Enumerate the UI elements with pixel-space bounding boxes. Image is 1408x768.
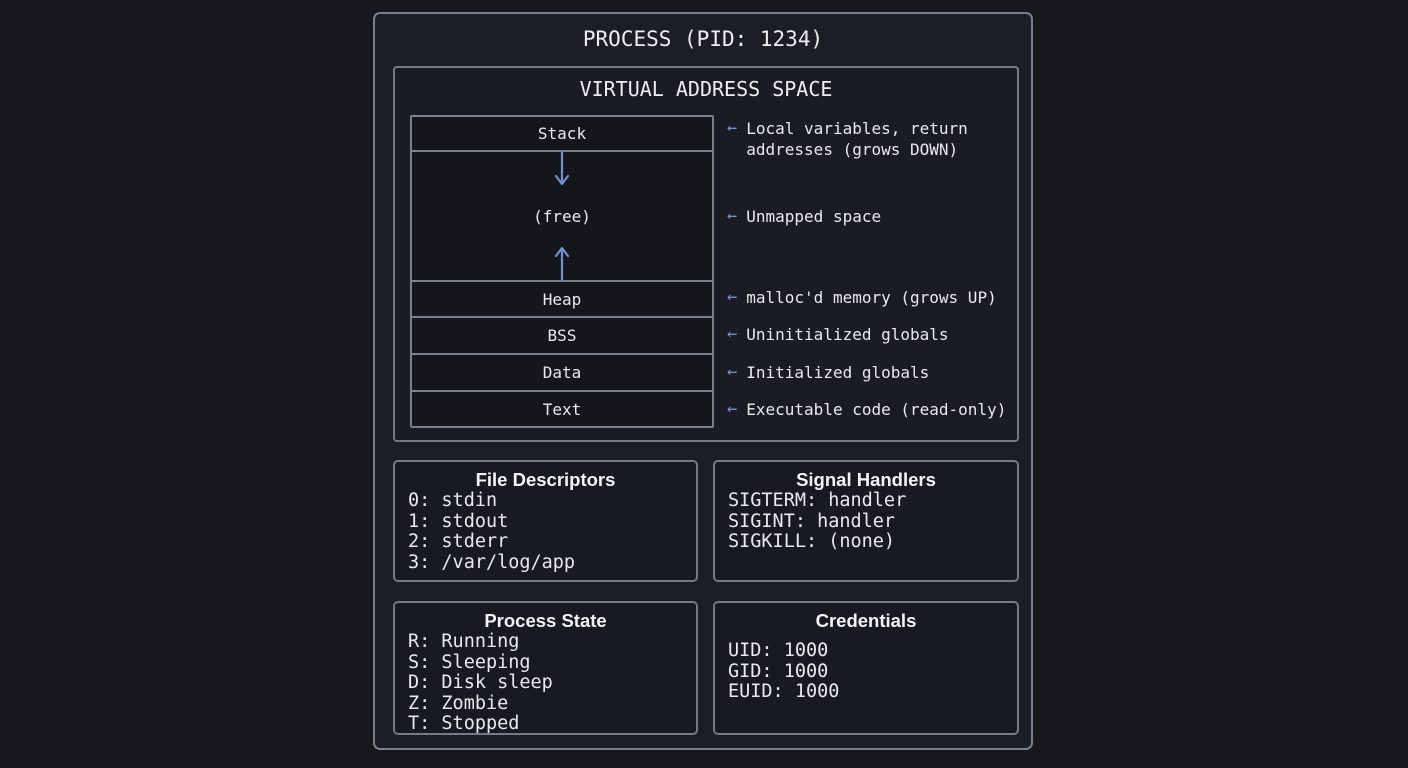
panel-line: SIGTERM: handler <box>728 490 907 511</box>
segment-label-heap: Heap <box>542 289 582 309</box>
panel-line: 3: /var/log/app <box>408 551 576 573</box>
segment-annotation-free: ← Unmapped space <box>727 206 881 227</box>
panel-line: GID: 1000 <box>728 660 829 682</box>
panel-title: Signal Handlers <box>796 469 936 490</box>
process-title: PROCESS (PID: 1234) <box>582 27 824 51</box>
panel-line: EUID: 1000 <box>728 681 840 702</box>
panel-title: Credentials <box>815 610 917 631</box>
panel-line: R: Running <box>408 631 520 652</box>
left-arrow-icon: ← <box>727 362 738 382</box>
segment-row-heap: Heap <box>412 280 712 316</box>
grows-up-arrow-icon <box>554 246 570 280</box>
panel-line: 1: stdout <box>408 510 509 532</box>
panel-line: SIGINT: handler <box>728 510 896 532</box>
vas-title: VIRTUAL ADDRESS SPACE <box>579 77 833 101</box>
panel-line: S: Sleeping <box>408 651 531 673</box>
segment-label-bss: BSS <box>547 326 577 345</box>
left-arrow-icon: ← <box>727 118 738 138</box>
segment-annotation-heap: ← malloc'd memory (grows UP) <box>727 287 997 308</box>
segment-annotation-data: ← Initialized globals <box>727 362 929 383</box>
memory-segment-stack: Stack (free) Heap BS <box>410 115 714 428</box>
annotation-text: Executable code (read-only) <box>746 400 1007 419</box>
panel-line: 0: stdin <box>408 490 498 511</box>
panel-line: 2: stderr <box>408 531 509 552</box>
virtual-address-space-box: VIRTUAL ADDRESS SPACE Stack (free) <box>393 66 1019 442</box>
segment-label-free: (free) <box>533 206 591 226</box>
left-arrow-icon: ← <box>727 206 738 226</box>
segment-annotation-bss: ← Uninitialized globals <box>727 324 949 345</box>
annotation-text: Unmapped space <box>746 207 882 226</box>
left-arrow-icon: ← <box>727 287 738 307</box>
grows-down-arrow-icon <box>554 152 570 186</box>
segment-label-data: Data <box>542 363 582 382</box>
panel-line: T: Stopped <box>408 713 520 734</box>
annotation-text: malloc'd memory (grows UP) <box>746 288 997 307</box>
panel-line: UID: 1000 <box>728 640 829 661</box>
left-arrow-icon: ← <box>727 324 738 344</box>
segment-row-stack: Stack <box>412 117 712 150</box>
panel-line: Z: Zombie <box>408 692 509 714</box>
annotation-text: Uninitialized globals <box>746 325 949 344</box>
segment-row-data: Data <box>412 353 712 390</box>
left-arrow-icon: ← <box>727 399 738 419</box>
process-box: PROCESS (PID: 1234) VIRTUAL ADDRESS SPAC… <box>373 12 1033 750</box>
segment-row-free: (free) <box>412 150 712 280</box>
panel-title: Process State <box>484 610 607 631</box>
segment-row-text: Text <box>412 390 712 426</box>
panel-line: D: Disk sleep <box>408 672 553 693</box>
annotation-text: Initialized globals <box>746 363 930 382</box>
segment-row-bss: BSS <box>412 316 712 353</box>
panel-line: SIGKILL: (none) <box>728 531 896 552</box>
segment-label-text: Text <box>542 399 582 419</box>
panel-title: File Descriptors <box>475 469 616 490</box>
segment-label-stack: Stack <box>537 124 587 143</box>
segment-annotation-text: ← Executable code (read-only) <box>727 399 1006 420</box>
